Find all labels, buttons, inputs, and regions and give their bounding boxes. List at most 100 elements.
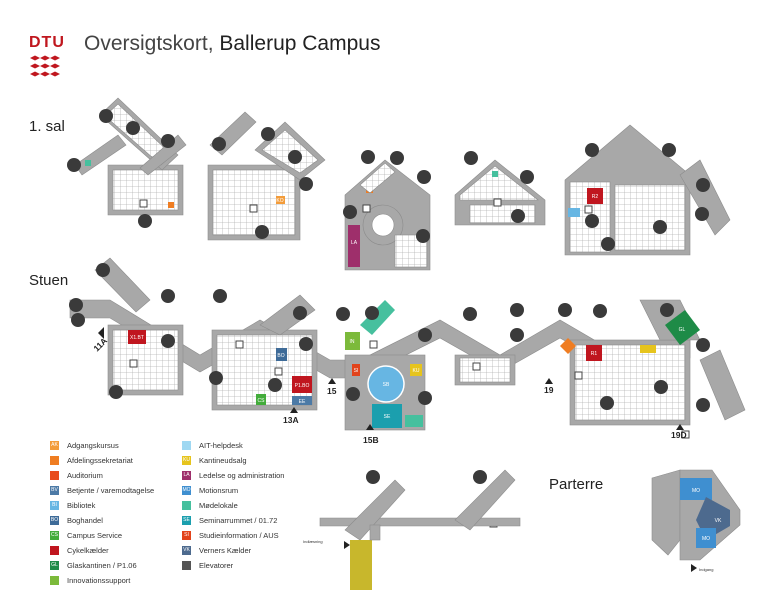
- level-label-ground-floor: Stuen: [29, 272, 69, 289]
- legend-item: Auditorium: [50, 468, 154, 483]
- label-r1: R1: [591, 351, 598, 357]
- legend-swatch: CS: [50, 531, 59, 540]
- legend-label: Cykelkælder: [67, 546, 109, 555]
- dtu-logo: DTU: [26, 34, 66, 82]
- ak-room: [276, 196, 285, 204]
- label-p1bo: P1.BO: [295, 383, 310, 389]
- legend-swatch: MO: [182, 486, 191, 495]
- legend-swatch: AK: [50, 441, 59, 450]
- legend-swatch: BO: [50, 516, 59, 525]
- legend-label: Ledelse og administration: [199, 471, 285, 480]
- label-mo-b: MO: [702, 536, 710, 542]
- location-markers: [67, 109, 710, 484]
- dtu-logo-mark: [30, 55, 60, 77]
- legend-item: VK Verners Kælder: [182, 543, 284, 558]
- legend-label: AIT-helpdesk: [199, 441, 243, 450]
- meeting-marker: [492, 171, 498, 177]
- legend-swatch: KU: [182, 456, 191, 465]
- legend-swatch: [50, 456, 59, 465]
- label-sb: SB: [383, 382, 390, 388]
- legend-label: Mødelokale: [199, 501, 238, 510]
- legend-label: Elevatorer: [199, 561, 234, 570]
- ground-room-codes: X1.BT P1.BO BO CS EE SE SB SI IN GL R1 K…: [130, 327, 686, 420]
- legend-label: Adgangskursus: [67, 441, 119, 450]
- first-floor-building-1: [74, 97, 187, 216]
- underground-map: [319, 469, 521, 590]
- legend-item: Afdelingssekretariat: [50, 453, 154, 468]
- title-main: Ballerup Campus: [219, 32, 381, 55]
- dtu-logo-text: DTU: [29, 34, 65, 51]
- legend-label: Boghandel: [67, 516, 103, 525]
- label-la: LA: [351, 240, 358, 246]
- label-x1bt: X1.BT: [130, 335, 144, 341]
- r2-room: [587, 188, 603, 204]
- legend-swatch: [50, 576, 59, 585]
- la-room: [348, 225, 360, 267]
- legend-label: Innovationssupport: [67, 576, 131, 585]
- label-bo: BO: [277, 353, 284, 359]
- title-prefix: Oversigtskort,: [84, 32, 214, 55]
- label-mo-a: MO: [692, 488, 700, 494]
- legend-swatch: [182, 501, 191, 510]
- ku-room: [410, 364, 422, 376]
- legend-label: Seminarrummet / 01.72: [199, 516, 278, 525]
- mo-room-b: [696, 528, 716, 548]
- legend-item: CS Campus Service: [50, 528, 154, 543]
- legend-swatch: [182, 441, 191, 450]
- legend-label: Kantineudsalg: [199, 456, 247, 465]
- legend-label: Campus Service: [67, 531, 123, 540]
- first-floor-building-4: [454, 159, 546, 226]
- legend-label: Afdelingssekretariat: [67, 456, 133, 465]
- gl-room: [665, 310, 700, 345]
- office-marker: [168, 202, 174, 208]
- label-se: SE: [384, 414, 391, 420]
- page-title: Oversigtskort, Ballerup Campus: [84, 32, 380, 56]
- legend-label: Verners Kælder: [199, 546, 252, 555]
- label-ee: EE: [299, 399, 306, 405]
- basement-map: [651, 469, 741, 561]
- r1-room: [586, 345, 602, 361]
- first-floor-building-3: [344, 159, 431, 271]
- loading-label: Indlæsning: [303, 539, 323, 544]
- legend-label: Glaskantinen / P1.06: [67, 561, 137, 570]
- legend-swatch: BI: [50, 501, 59, 510]
- entrance-15b: 15B: [363, 435, 379, 445]
- label-ku: KU: [413, 368, 420, 374]
- meeting-marker: [85, 160, 91, 166]
- entrance-11a: 11A: [91, 336, 109, 354]
- legend-item: BO Boghandel: [50, 513, 154, 528]
- meeting-room: [360, 300, 395, 335]
- legend-label: Auditorium: [67, 471, 103, 480]
- label-si: SI: [354, 368, 359, 374]
- legend-item: Cykelkælder: [50, 543, 154, 558]
- legend-swatch: LA: [182, 471, 191, 480]
- basement-room-codes: MO VK MO: [692, 488, 722, 542]
- level-label-basement: Parterre: [549, 476, 604, 493]
- label-cs: CS: [258, 398, 266, 404]
- legend-label: Betjente / varemodtagelse: [67, 486, 155, 495]
- legend-swatch: GL: [50, 561, 59, 570]
- si-room: [352, 364, 360, 376]
- legend-label: Studieinformation / AUS: [199, 531, 279, 540]
- legend-item: LA Ledelse og administration: [182, 468, 284, 483]
- label-ko: KO: [276, 198, 283, 204]
- basement-entrance-label: Indgang: [699, 567, 713, 572]
- ground-floor-map: [69, 257, 746, 431]
- mo-room-a: [680, 478, 712, 500]
- entrance-15: 15: [327, 386, 337, 396]
- bo-room: [276, 348, 287, 361]
- legend-item: KU Kantineudsalg: [182, 453, 284, 468]
- p1bo-room: [292, 376, 312, 393]
- legend-swatch: [50, 471, 59, 480]
- legend-item: AIT-helpdesk: [182, 438, 284, 453]
- legend-swatch: VK: [182, 546, 191, 555]
- se-room: [372, 404, 402, 428]
- ee-room: [292, 396, 312, 405]
